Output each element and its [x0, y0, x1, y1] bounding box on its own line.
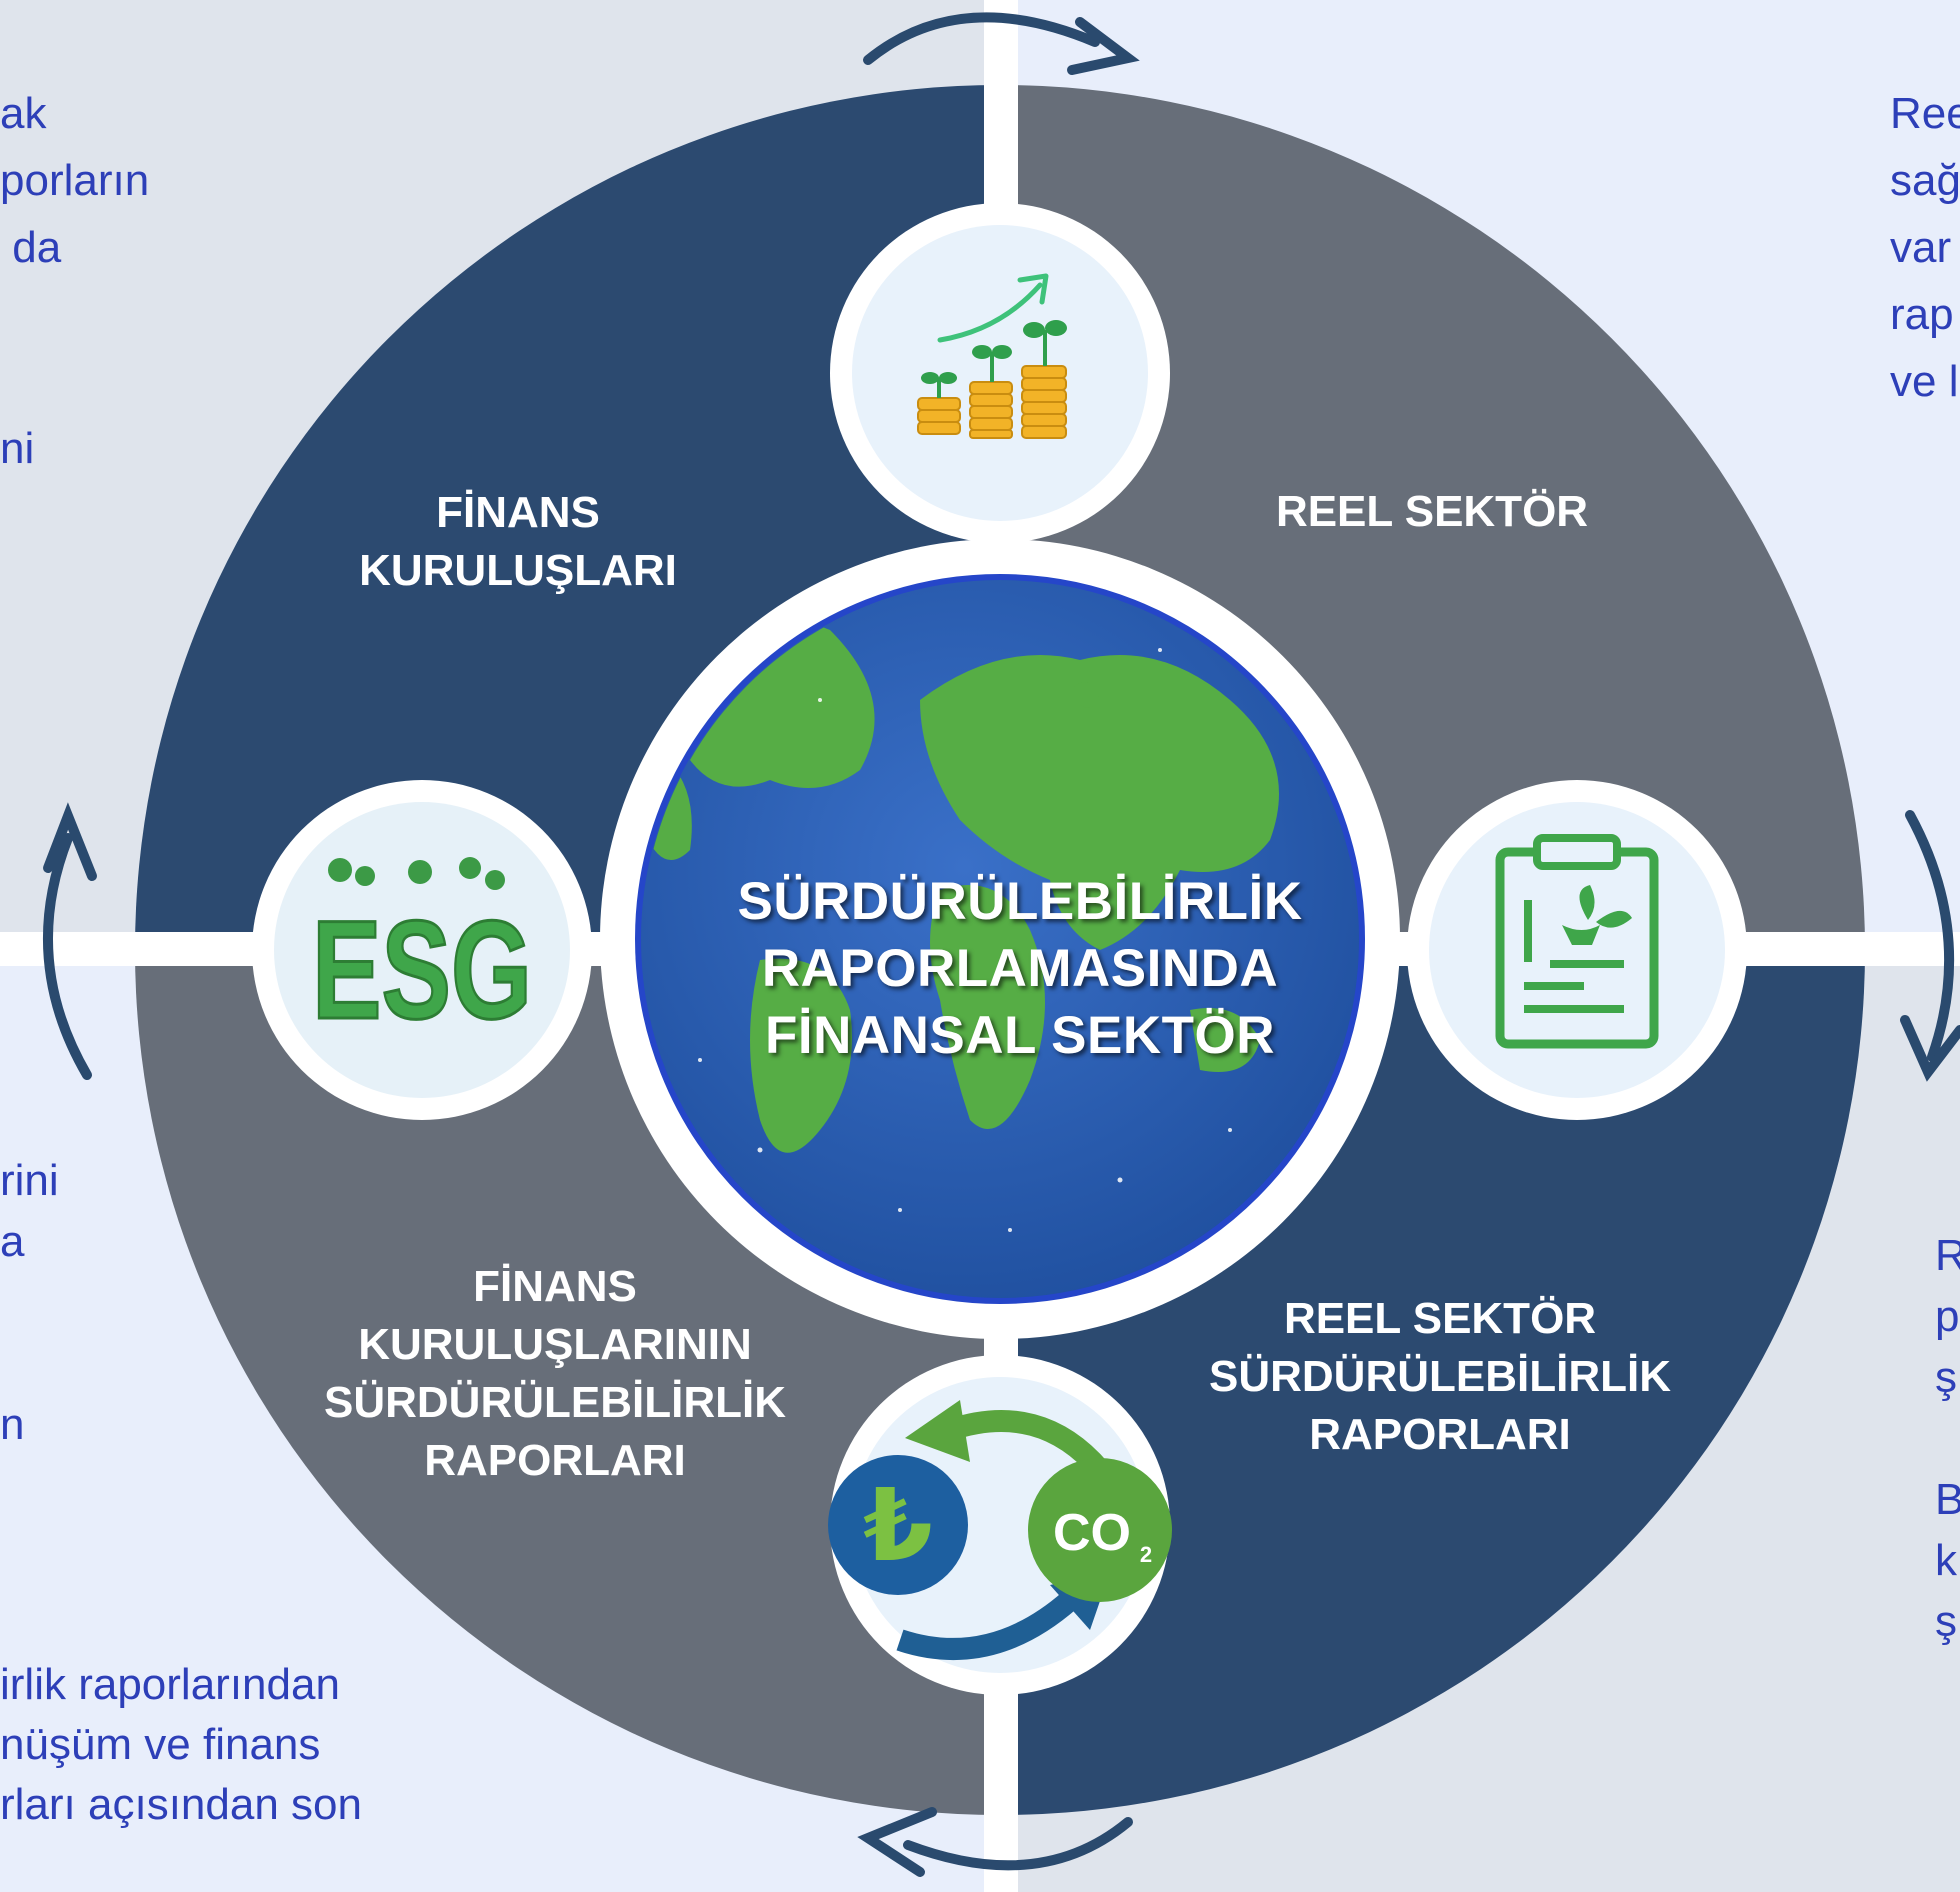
side-text-bottom-right: R p ş B k ş: [1935, 1231, 1960, 1646]
label-finans-kuruluslarinin-raporlari: FİNANS KURULUŞLARININ SÜRDÜRÜLEBİLİRLİK …: [324, 1262, 786, 1485]
coin-stacks-growth-icon: [830, 203, 1170, 543]
clipboard-leaf-icon: [1407, 780, 1747, 1120]
label-reel-sektor: REEL SEKTÖR: [1275, 487, 1589, 536]
cycle-arrows: [43, 12, 1960, 1877]
esg-letters-icon: ESG: [252, 780, 592, 1120]
lira-symbol: ₺: [863, 1467, 933, 1584]
lira-co2-exchange-icon: ₺ CO 2: [828, 1355, 1172, 1695]
label-reel-sektor-raporlari: REEL SEKTÖR SÜRDÜRÜLEBİLİRLİK RAPORLARI: [1209, 1294, 1671, 1459]
side-text-top-left: ak porların da ni: [0, 89, 150, 473]
label-finans-kuruluslari: FİNANS KURULUŞLARI: [359, 488, 677, 595]
side-text-top-right: Ree sağ var rap ve l: [1890, 89, 1960, 406]
co2-label: CO: [1053, 1504, 1131, 1562]
co2-subscript: 2: [1140, 1542, 1152, 1567]
esg-text: ESG: [312, 891, 532, 1048]
side-text-bottom-left-mid: rini a n: [0, 1156, 59, 1449]
globe-icon: [600, 539, 1400, 1339]
center-title: SÜRDÜRÜLEBİLİRLİK RAPORLAMASINDA FİNANSA…: [737, 872, 1303, 1065]
side-text-bottom-left-bottom: irlik raporlarından nüşüm ve finans rlar…: [0, 1660, 362, 1829]
